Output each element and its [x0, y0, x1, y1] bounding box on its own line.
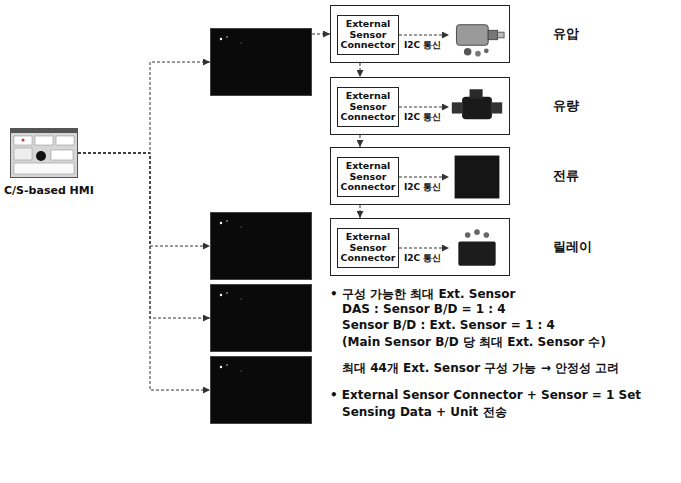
graphic-part: [455, 156, 500, 199]
note-text: • External Sensor Connector + Sensor = 1…: [330, 388, 641, 402]
graphic-part: [226, 220, 228, 222]
graphic-part: [470, 89, 483, 98]
graphic-part: [484, 232, 490, 238]
hmi-screenshot: C/S-based HMI: [4, 128, 94, 197]
note-text: Sensing Data + Unit 전송: [342, 404, 507, 421]
connector-box: External Sensor Connector: [337, 228, 399, 268]
graphic-part: [240, 370, 241, 371]
sensor-row-box: 전류External Sensor Connector: [330, 147, 510, 205]
note-text: DAS : Sensor B/D = 1 : 4: [342, 302, 506, 316]
sensor-photo: [449, 224, 505, 272]
sensor-photo: [449, 153, 505, 201]
dashed-arrow: [360, 63, 361, 77]
sensor-board-screen: [210, 356, 312, 424]
edge-label: I2C 통신: [403, 252, 442, 265]
graphic-part: [14, 148, 32, 160]
note-text: (Main Sensor B/D 당 최대 Ext. Sensor 수): [342, 334, 606, 351]
dashed-arrow: [399, 177, 449, 178]
screen-dots: [211, 357, 311, 423]
sensor-type-label: 유량: [553, 97, 579, 115]
graphic-part: [11, 129, 77, 133]
sensor-picture: [449, 83, 505, 131]
graphic-part: [240, 298, 241, 299]
sensor-photo: [449, 11, 505, 59]
edge-label: I2C 통신: [403, 111, 442, 124]
dashed-arrow: [399, 35, 449, 36]
graphic-part: [484, 49, 489, 54]
edge-label: I2C 통신: [403, 181, 442, 194]
graphic-part: [458, 241, 495, 265]
graphic-part: [14, 163, 74, 174]
dashed-arrow: [399, 107, 449, 108]
graphic-part: [11, 129, 77, 177]
graphic-part: [475, 51, 481, 57]
graphic-part: [226, 364, 228, 366]
graphic-part: [220, 366, 222, 368]
dashed-arrow: [78, 153, 210, 318]
graphic-part: [491, 102, 502, 113]
graphic-part: [56, 136, 74, 145]
graphic-part: [464, 48, 471, 55]
sensor-board-screen: [210, 284, 312, 352]
connector-label: External Sensor Connector: [340, 19, 396, 50]
connector-box: External Sensor Connector: [337, 15, 399, 55]
sensor-type-label: 전류: [553, 167, 579, 185]
graphic-part: [220, 38, 222, 40]
graphic-part: [488, 30, 497, 39]
dashed-arrow: [399, 248, 449, 249]
hmi-label: C/S-based HMI: [4, 184, 94, 197]
hmi-screen: [10, 128, 78, 178]
note-text: Sensor B/D : Ext. Sensor = 1 : 4: [342, 318, 555, 332]
connector-box: External Sensor Connector: [337, 157, 399, 197]
graphic-part: [14, 136, 32, 145]
graphic-part: [226, 36, 228, 38]
dashed-arrow: [360, 205, 361, 218]
graphic-part: [22, 139, 25, 142]
sensor-picture: [449, 153, 505, 201]
connector-label: External Sensor Connector: [340, 232, 396, 263]
connector-box: External Sensor Connector: [337, 87, 399, 127]
dashed-arrow: [78, 153, 210, 246]
dashed-arrow: [78, 153, 210, 390]
graphic-part: [35, 136, 53, 145]
sensor-photo: [449, 83, 505, 131]
screen-dots: [211, 285, 311, 351]
connector-label: External Sensor Connector: [340, 91, 396, 122]
sensor-row-box: 릴레이External Sensor Connector: [330, 218, 510, 276]
graphic-part: [220, 222, 222, 224]
sensor-type-label: 유압: [553, 25, 579, 43]
screen-dots: [211, 213, 311, 279]
sensor-board-screen: [210, 28, 312, 96]
graphic-part: [51, 150, 73, 160]
graphic-part: [220, 294, 222, 296]
graphic-part: [240, 42, 241, 43]
screen-dots: [211, 29, 311, 95]
sensor-board-screen: [210, 212, 312, 280]
edge-label: I2C 통신: [403, 39, 442, 52]
graphic-part: [452, 102, 463, 113]
sensor-type-label: 릴레이: [553, 238, 592, 256]
note-text: 최대 44개 Ext. Sensor 구성 가능 → 안정성 고려: [342, 360, 619, 377]
graphic-part: [240, 226, 241, 227]
graphic-part: [462, 97, 492, 119]
graphic-part: [498, 32, 505, 38]
graphic-part: [456, 25, 488, 46]
graphic-part: [36, 151, 46, 161]
graphic-part: [226, 292, 228, 294]
graphic-part: [465, 232, 471, 238]
sensor-picture: [449, 11, 505, 59]
dashed-arrow: [312, 34, 330, 35]
graphic-part: [11, 129, 77, 177]
dashed-arrow: [78, 62, 210, 153]
sensor-picture: [449, 224, 505, 272]
dashed-arrow: [360, 135, 361, 147]
graphic-part: [474, 229, 480, 235]
note-text: • 구성 가능한 최대 Ext. Sensor: [330, 286, 515, 303]
sensor-row-box: 유압External Sensor Connector: [330, 5, 510, 63]
connector-label: External Sensor Connector: [340, 161, 396, 192]
sensor-row-box: 유량External Sensor Connector: [330, 77, 510, 135]
